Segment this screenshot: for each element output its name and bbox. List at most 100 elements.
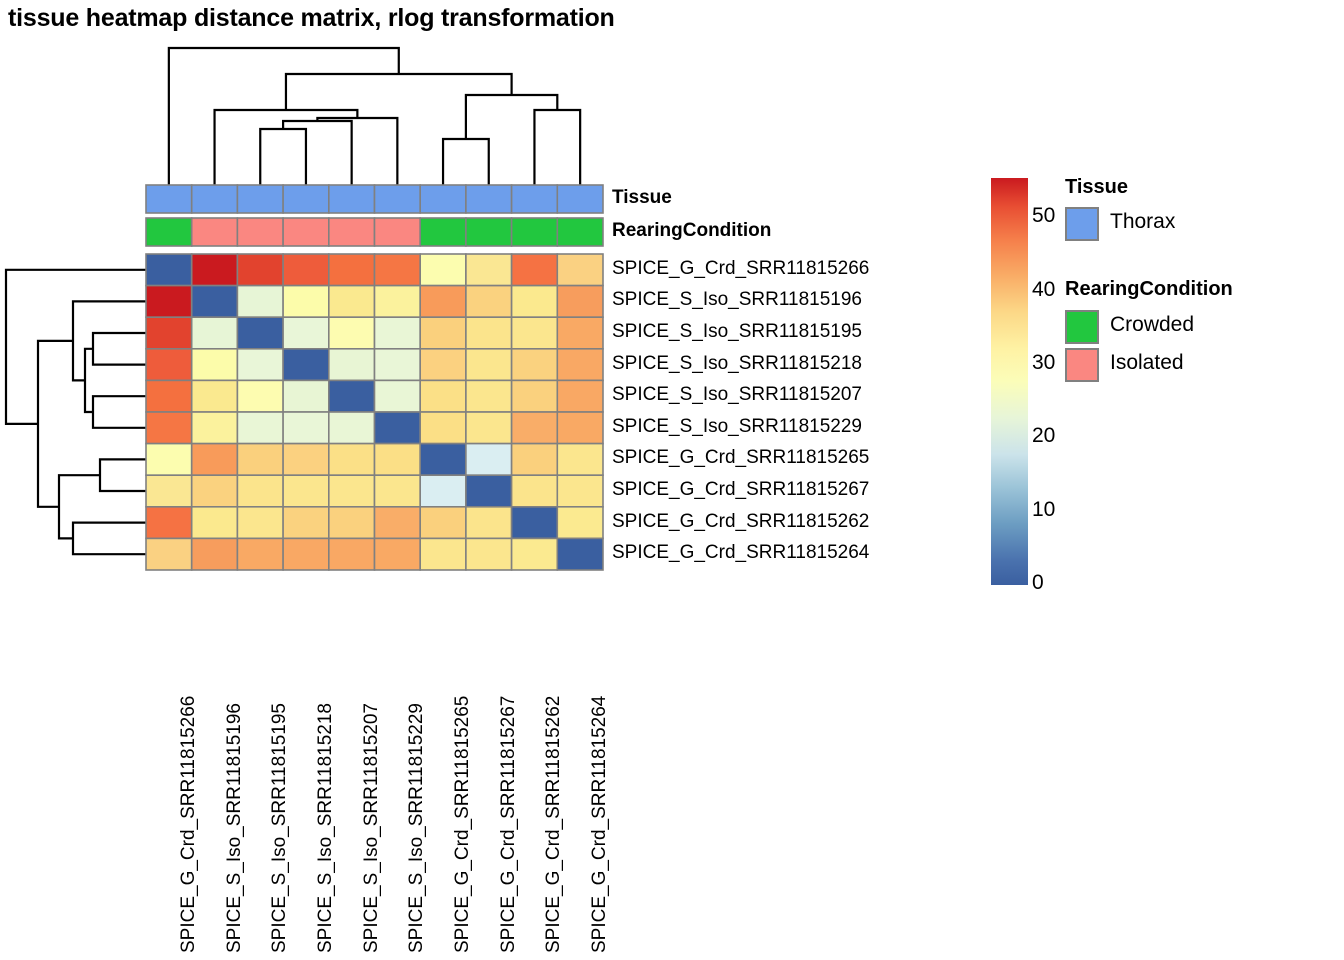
matrix-cell <box>419 411 467 445</box>
matrix-cell <box>556 505 604 540</box>
row-label: SPICE_S_Iso_SRR11815196 <box>612 289 862 311</box>
annotation-cell-rearing <box>190 217 239 247</box>
matrix-cell <box>373 253 422 287</box>
matrix-cell <box>327 316 376 350</box>
row-label: SPICE_S_Iso_SRR11815195 <box>612 321 862 342</box>
matrix-cell <box>510 474 559 508</box>
matrix-cell <box>190 474 239 508</box>
matrix-cell <box>327 505 376 540</box>
annotation-cell-tissue <box>190 184 239 214</box>
matrix-cell <box>145 379 193 413</box>
matrix-cell <box>465 379 513 413</box>
annotation-cell-tissue <box>327 184 376 214</box>
matrix-cell <box>419 253 467 287</box>
matrix-cell <box>556 537 604 571</box>
matrix-cell <box>145 253 193 287</box>
matrix-cell <box>236 505 284 540</box>
matrix-cell <box>236 347 284 382</box>
matrix-cell <box>556 253 604 287</box>
matrix-cell <box>373 442 422 477</box>
row-label: SPICE_G_Crd_SRR11815262 <box>612 510 870 532</box>
legend-label-isolated: Isolated <box>1110 351 1184 374</box>
matrix-cell <box>282 316 330 350</box>
matrix-cell <box>419 537 467 571</box>
matrix-cell <box>236 253 284 287</box>
dendrogram-branch <box>4 268 146 425</box>
matrix-cell <box>327 379 376 413</box>
matrix-cell <box>373 284 422 319</box>
annotation-cell-rearing <box>419 217 467 247</box>
annotation-cell-rearing <box>510 217 559 247</box>
matrix-cell <box>282 347 330 382</box>
row-label: SPICE_S_Iso_SRR11815207 <box>612 384 862 406</box>
column-label: SPICE_G_Crd_SRR11815264 <box>589 695 611 953</box>
row-label: SPICE_S_Iso_SRR11815218 <box>612 352 862 374</box>
matrix-cell <box>373 379 422 413</box>
annotation-cell-tissue <box>419 184 467 214</box>
annotation-header-rearing: RearingCondition <box>612 220 772 241</box>
matrix-cell <box>145 442 193 477</box>
matrix-cell <box>419 379 467 413</box>
legend-label-crowded: Crowded <box>1110 313 1195 336</box>
colorbar-tick-label: 30 <box>1032 351 1056 374</box>
matrix-cell <box>190 442 239 477</box>
matrix-cell <box>190 379 239 413</box>
annotation-header-tissue: Tissue <box>612 187 672 208</box>
matrix-cell <box>327 253 376 287</box>
colorbar-tick-label: 40 <box>1032 277 1056 301</box>
matrix-cell <box>327 347 376 382</box>
matrix-cell <box>556 379 604 413</box>
annotation-cell-tissue <box>145 184 193 214</box>
matrix-cell <box>556 411 604 445</box>
matrix-cell <box>373 474 422 508</box>
matrix-cell <box>419 474 467 508</box>
matrix-cell <box>556 474 604 508</box>
matrix-cell <box>465 505 513 540</box>
annotation-row-rearing <box>145 217 604 247</box>
matrix-cell <box>465 411 513 445</box>
annotation-row-tissue <box>145 184 604 214</box>
matrix-cell <box>556 442 604 477</box>
annotation-cell-rearing <box>373 217 422 247</box>
matrix-cell <box>510 442 559 477</box>
matrix-cell <box>510 505 559 540</box>
row-label: SPICE_S_Iso_SRR11815229 <box>612 415 862 437</box>
matrix-cell <box>373 316 422 350</box>
matrix-cell <box>465 442 513 477</box>
matrix-cell <box>327 442 376 477</box>
row-label: SPICE_G_Crd_SRR11815265 <box>612 447 870 469</box>
matrix-cell <box>190 253 239 287</box>
matrix-cell <box>236 411 284 445</box>
annotation-cell-tissue <box>510 184 559 214</box>
annotation-cell-rearing <box>236 217 284 247</box>
matrix-cell <box>236 316 284 350</box>
matrix-cell <box>465 253 513 287</box>
annotation-cell-tissue <box>556 184 604 214</box>
matrix-cell <box>510 537 559 571</box>
matrix-cell <box>145 347 193 382</box>
matrix-cell <box>373 505 422 540</box>
matrix-cell <box>236 474 284 508</box>
legend-label-thorax: Thorax <box>1110 210 1176 233</box>
matrix-cell <box>282 474 330 508</box>
matrix-cell <box>145 505 193 540</box>
matrix-cell <box>190 316 239 350</box>
row-label: SPICE_G_Crd_SRR11815264 <box>612 542 870 564</box>
matrix-cell <box>282 253 330 287</box>
matrix-cell <box>465 474 513 508</box>
matrix-cell <box>282 379 330 413</box>
matrix-cell <box>419 347 467 382</box>
matrix-cell <box>282 505 330 540</box>
dendrogram-branch <box>167 46 400 185</box>
matrix-cell <box>190 505 239 540</box>
matrix-cell <box>419 316 467 350</box>
matrix-cell <box>236 284 284 319</box>
matrix-cell <box>465 284 513 319</box>
matrix-cell <box>556 316 604 350</box>
matrix-cell <box>145 537 193 571</box>
row-label: SPICE_G_Crd_SRR11815267 <box>612 479 870 500</box>
